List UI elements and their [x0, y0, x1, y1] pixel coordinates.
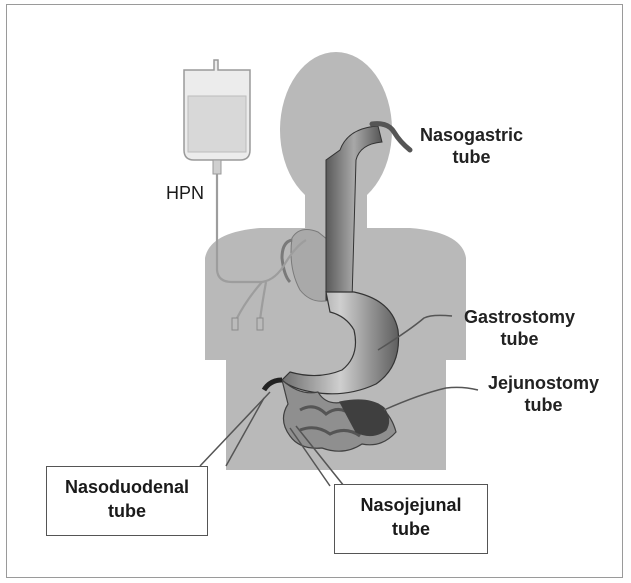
nasojejunal-line-2: tube [335, 517, 487, 541]
jejunostomy-tube-label: Jejunostomy tube [488, 372, 599, 416]
jejunostomy-line-2: tube [488, 394, 599, 416]
nasogastric-line-1: Nasogastric [420, 124, 523, 146]
iv-bag [184, 60, 250, 174]
gastrostomy-tube-label: Gastrostomy tube [464, 306, 575, 350]
jejunostomy-line-1: Jejunostomy [488, 372, 599, 394]
nasoduodenal-line-2: tube [47, 499, 207, 523]
gastrostomy-line-1: Gastrostomy [464, 306, 575, 328]
nasogastric-tube-label: Nasogastric tube [420, 124, 523, 168]
gastrostomy-line-2: tube [464, 328, 575, 350]
nasoduodenal-tube-box: Nasoduodenal tube [46, 466, 208, 536]
nasojejunal-tube-box: Nasojejunal tube [334, 484, 488, 554]
nasojejunal-line-1: Nasojejunal [335, 493, 487, 517]
nasogastric-line-2: tube [420, 146, 523, 168]
hpn-label: HPN [166, 183, 204, 204]
nasoduodenal-line-1: Nasoduodenal [47, 475, 207, 499]
